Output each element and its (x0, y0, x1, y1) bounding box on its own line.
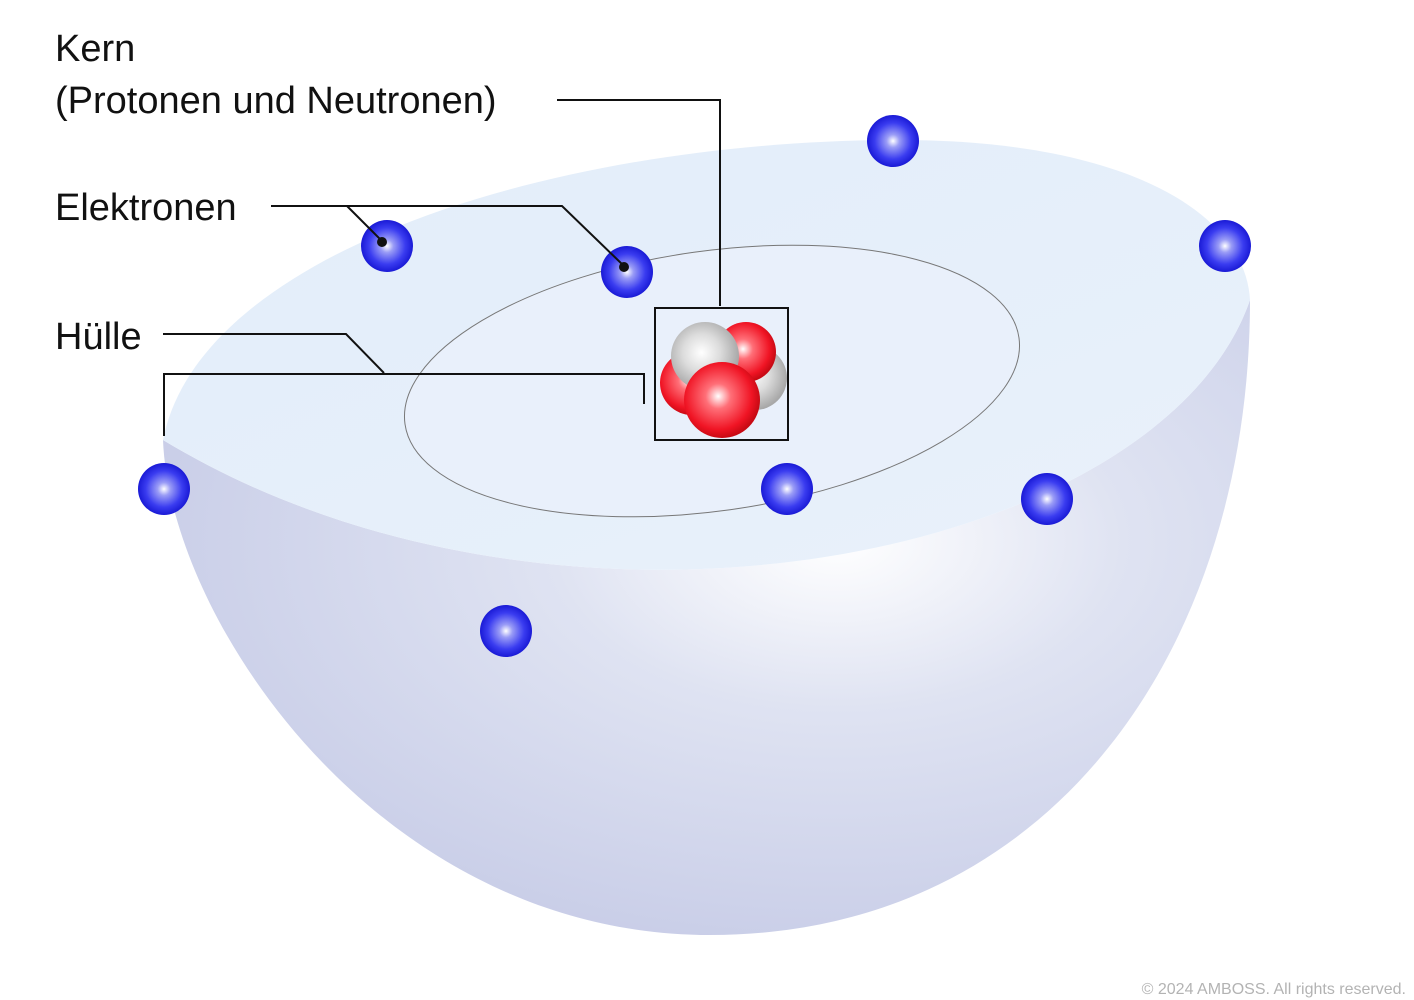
elektronen-leader-line (271, 205, 625, 267)
label-kern: Kern (55, 28, 135, 70)
electron (601, 246, 653, 298)
label-kern-subtitle: (Protonen und Neutronen) (55, 80, 497, 122)
copyright-notice: © 2024 AMBOSS. All rights reserved. (1142, 981, 1406, 998)
electron (480, 605, 532, 657)
electron (761, 463, 813, 515)
electron (1199, 220, 1251, 272)
nucleus-highlight-box (654, 307, 789, 441)
label-huelle: Hülle (55, 316, 142, 358)
shell-hemisphere-body (163, 300, 1250, 935)
huelle-bracket (163, 373, 645, 436)
proton (684, 362, 760, 438)
electron (1021, 473, 1073, 525)
kern-leader-line (557, 99, 721, 306)
electron (138, 463, 190, 515)
label-elektronen: Elektronen (55, 187, 237, 229)
huelle-leader-line (163, 333, 385, 374)
elektronen-leader-branch (346, 205, 383, 242)
leader-dot (377, 237, 387, 247)
leader-dot (619, 262, 629, 272)
nucleus (660, 322, 787, 438)
electron (867, 115, 919, 167)
